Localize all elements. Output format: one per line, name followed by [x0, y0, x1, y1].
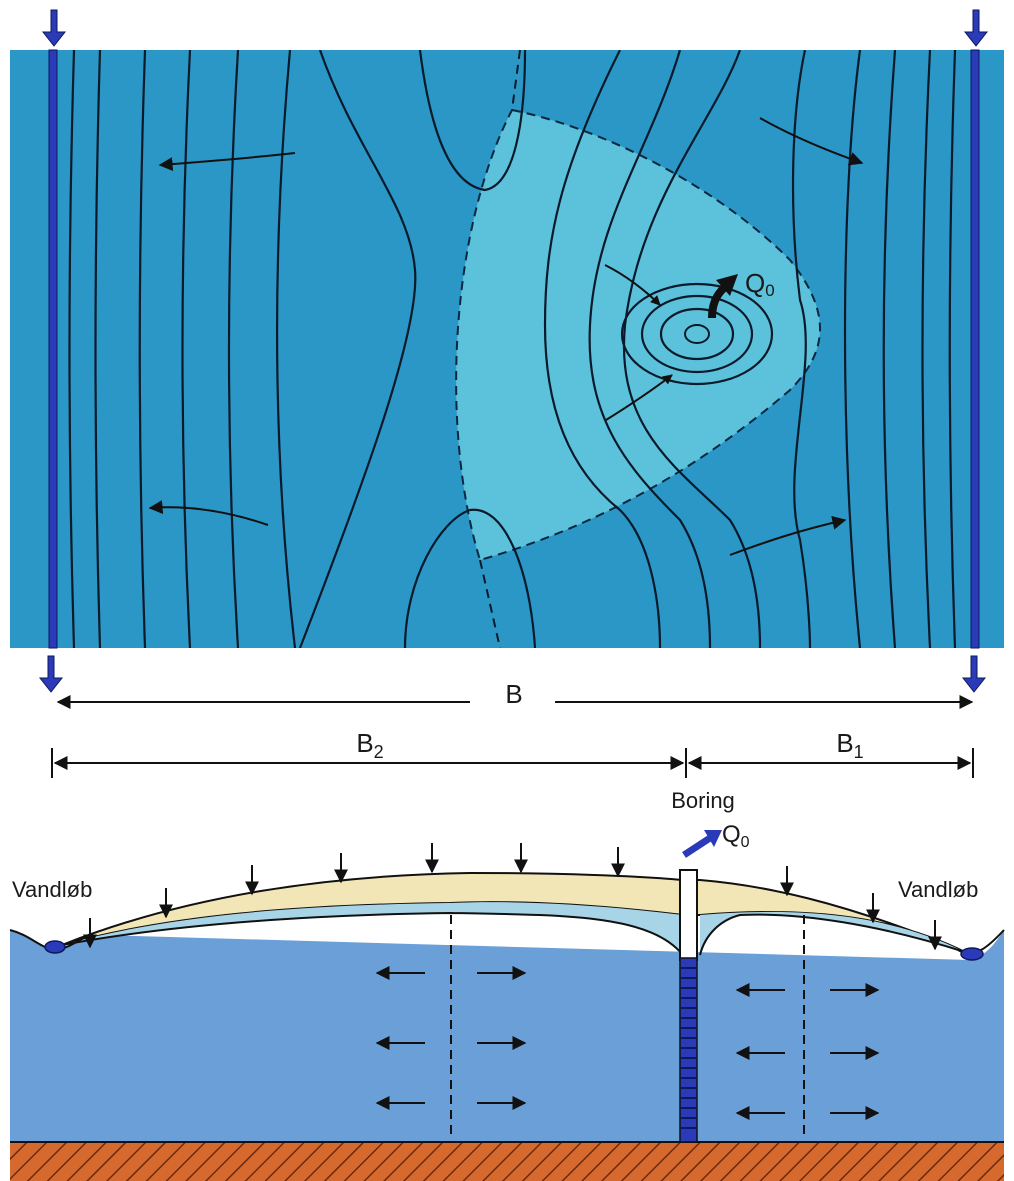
plan-q0-label: Q0	[745, 268, 775, 300]
water-table	[61, 911, 966, 956]
drawdown-zone	[62, 902, 683, 955]
aquifer-flow-arrows	[375, 966, 880, 1120]
right-width-label: B1	[836, 728, 863, 762]
left-width-label: B2	[356, 728, 383, 762]
flow-arrows	[148, 117, 864, 556]
stream-line-right	[970, 49, 980, 649]
stream-line-left	[48, 49, 58, 649]
total-width-label: B	[505, 679, 522, 709]
stream-right	[960, 947, 984, 961]
aquifer-body	[10, 930, 1004, 1142]
well-label: Boring	[671, 788, 735, 813]
stream-label-right: Vandløb	[898, 877, 978, 902]
bedrock	[10, 1142, 1004, 1181]
plan-view: Q0	[10, 9, 1004, 693]
section-q0-label: Q0	[722, 821, 750, 851]
recharge-arrows	[83, 843, 942, 951]
stream-down-arrows	[38, 9, 989, 693]
capture-zone	[455, 108, 821, 562]
equipotential-lines	[68, 50, 957, 648]
stream-label-left: Vandløb	[12, 877, 92, 902]
stream-left	[44, 940, 66, 954]
dimension-lines: B B2 B1	[51, 679, 974, 778]
pumping-arrow-plan	[708, 284, 727, 319]
well-symbol	[684, 324, 710, 344]
cross-section: Q0 Boring Vandløb Vandløb	[9, 788, 1005, 1181]
well-casing	[679, 869, 698, 961]
well-screen	[679, 957, 698, 1143]
pumping-arrow-section	[682, 835, 712, 858]
